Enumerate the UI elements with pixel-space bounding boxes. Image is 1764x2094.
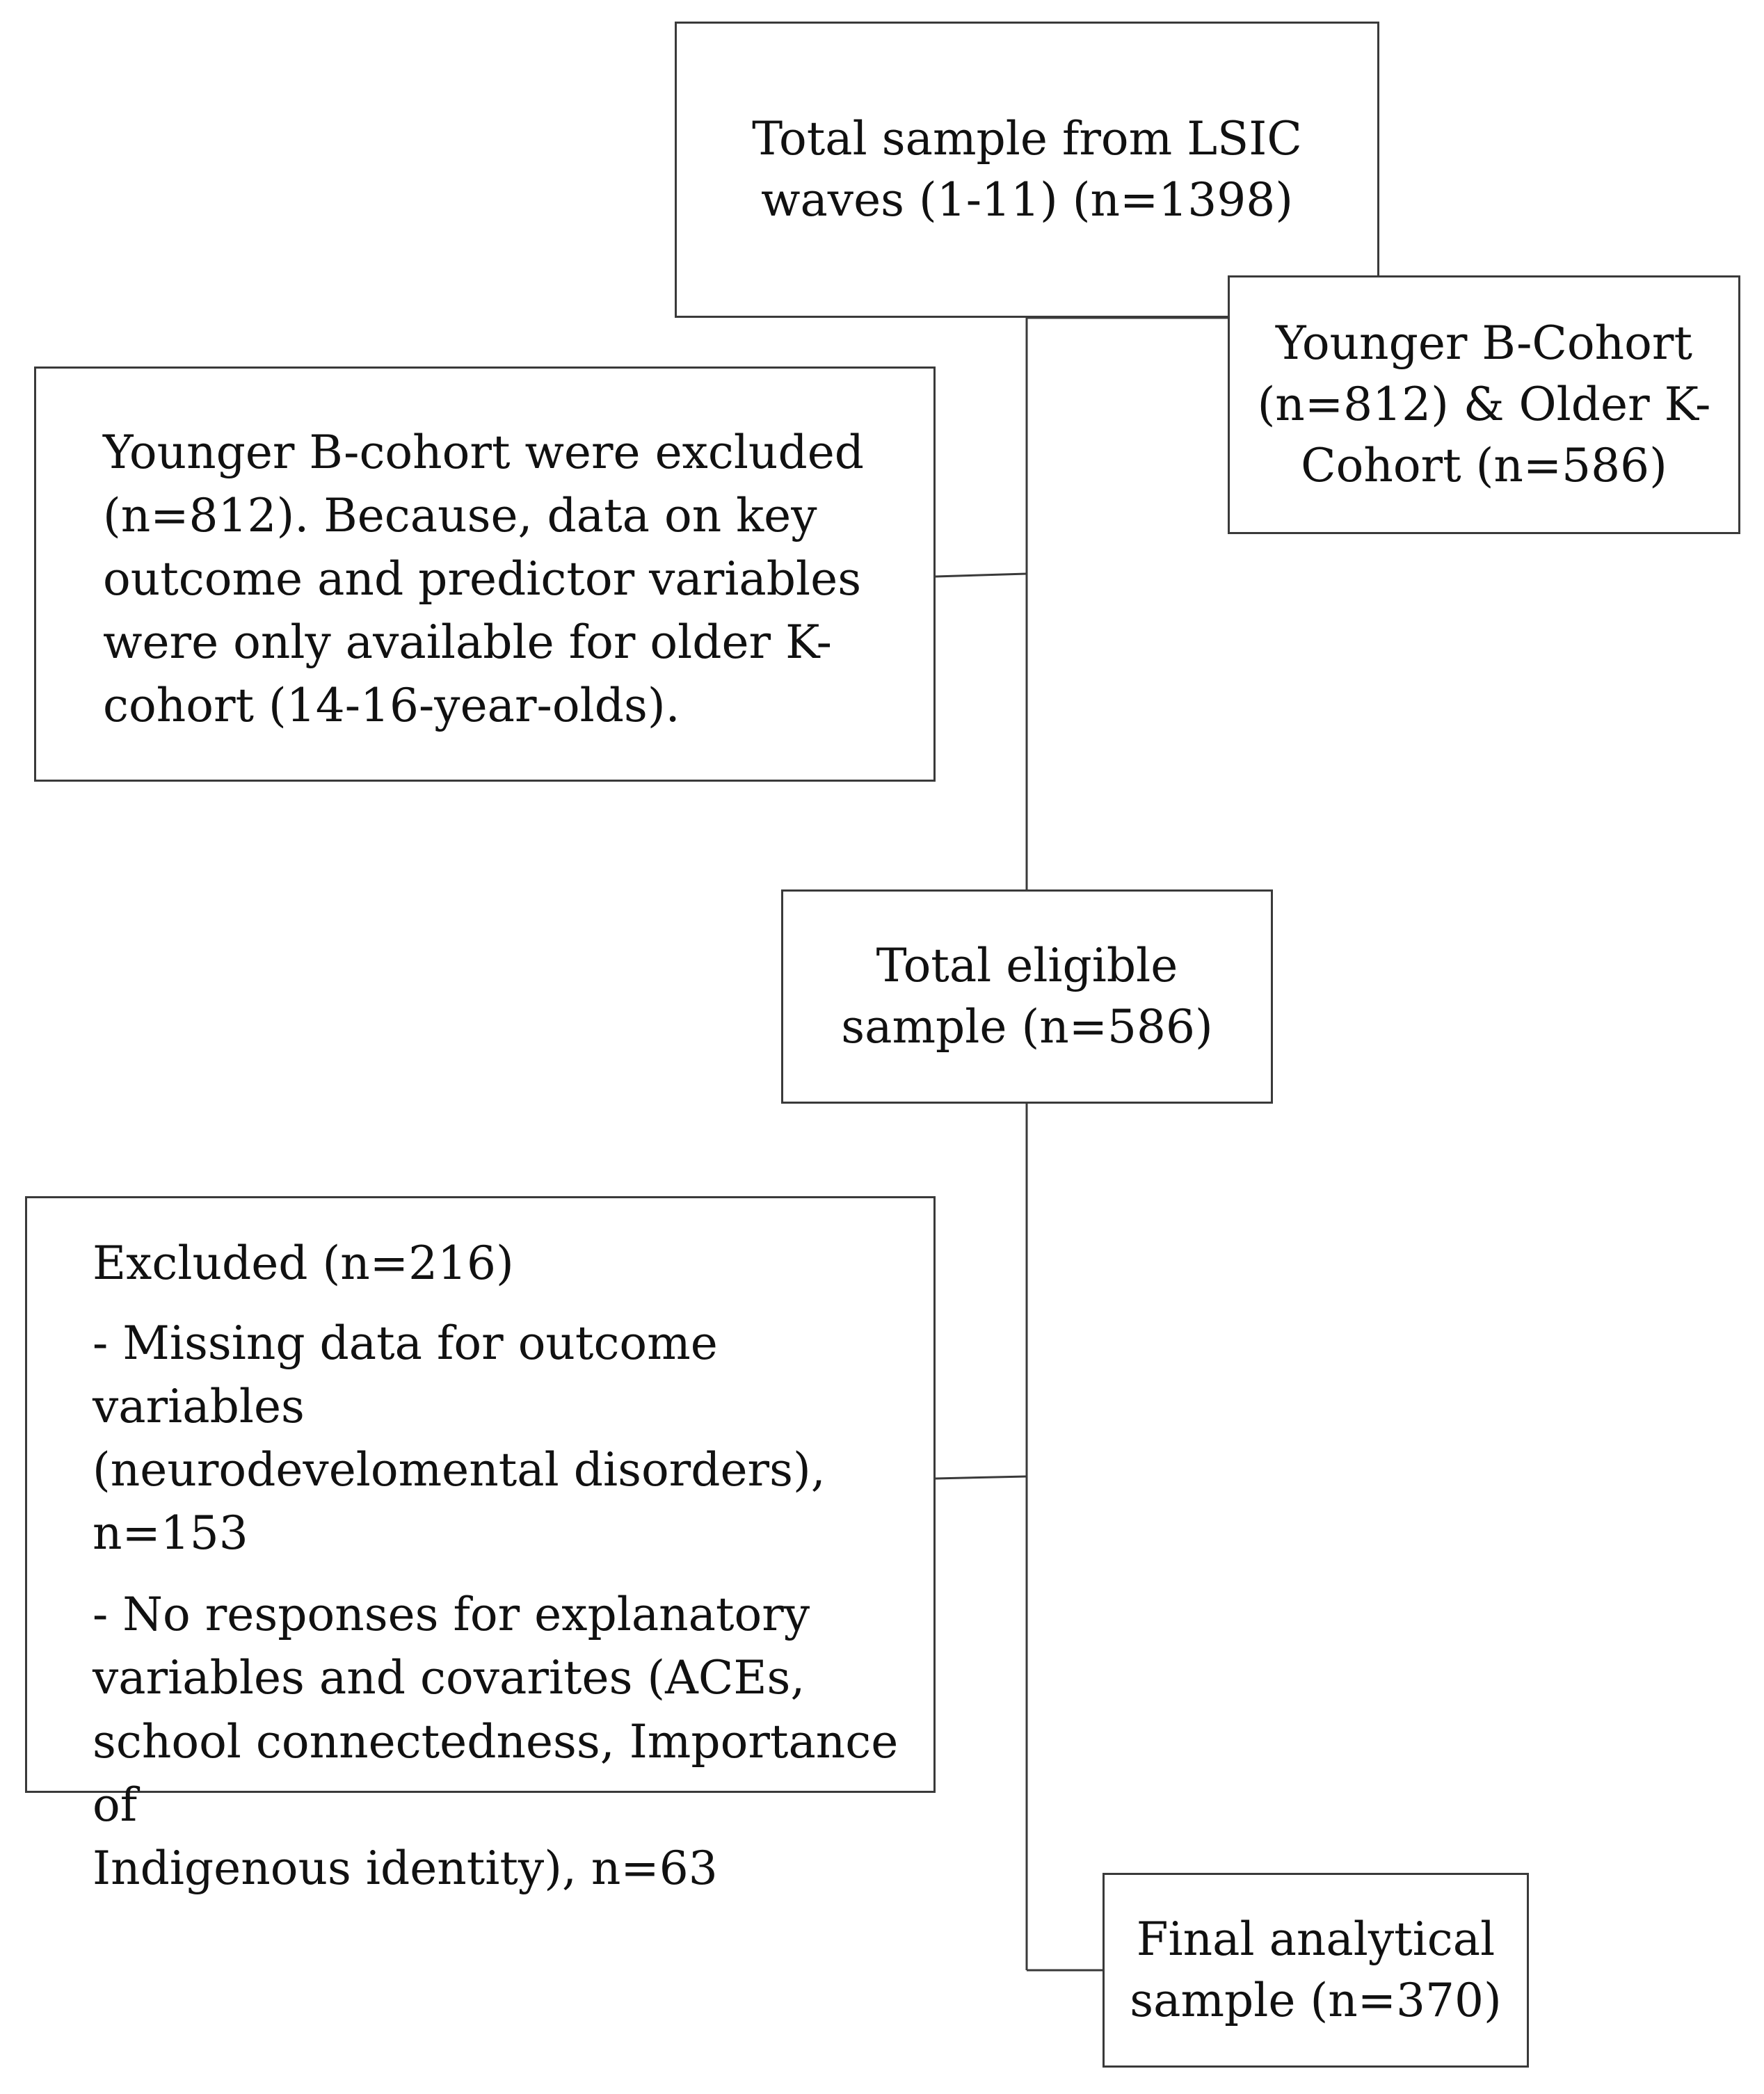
final-sample-text: Final analytical sample (n=370)	[1130, 1909, 1501, 2031]
excluded-missing-item-2-line-2: variables and covarites (ACEs,	[93, 1651, 805, 1705]
excluded-b-cohort-line-1: Younger B-cohort were excluded	[103, 426, 864, 479]
excluded-missing-item-outcome: - Missing data for outcome variables (ne…	[93, 1312, 920, 1565]
excluded-b-cohort-line-4: were only available for older K-	[103, 615, 832, 670]
excluded-missing-item-explanatory: - No responses for explanatory variables…	[93, 1583, 920, 1899]
eligible-sample-box: Total eligible sample (n=586)	[781, 889, 1273, 1104]
excluded-missing-item-2-line-3: school connectedness, Importance of	[93, 1714, 899, 1832]
eligible-sample-line-1: Total eligible	[876, 939, 1178, 993]
total-sample-box: Total sample from LSIC waves (1-11) (n=1…	[675, 22, 1379, 318]
excluded-missing-item-2-line-1: - No responses for explanatory	[93, 1588, 810, 1642]
excluded-b-cohort-box: Younger B-cohort were excluded (n=812). …	[34, 367, 936, 782]
branch-line-excluded-missing	[935, 1475, 1027, 1480]
total-sample-line-2: waves (1-11) (n=1398)	[760, 173, 1294, 227]
eligible-sample-line-2: sample (n=586)	[841, 1000, 1213, 1054]
excluded-b-cohort-line-2: (n=812). Because, data on key	[103, 489, 817, 543]
cohorts-text: Younger B-Cohort (n=812) & Older K- Coho…	[1258, 313, 1711, 496]
excluded-missing-item-2-line-4: Indigenous identity), n=63	[93, 1841, 718, 1895]
eligible-sample-text: Total eligible sample (n=586)	[841, 935, 1212, 1058]
excluded-b-cohort-line-3: outcome and predictor variables	[103, 552, 862, 606]
final-sample-line-2: sample (n=370)	[1130, 1974, 1502, 2027]
excluded-missing-item-1-line-3: n=153	[93, 1506, 248, 1561]
cohorts-line-1: Younger B-Cohort	[1275, 316, 1692, 371]
excluded-missing-item-1-line-2: (neurodevelomental disorders),	[93, 1443, 826, 1497]
cohorts-box: Younger B-Cohort (n=812) & Older K- Coho…	[1228, 275, 1740, 534]
cohorts-line-3: Cohort (n=586)	[1301, 438, 1667, 492]
excluded-b-cohort-line-5: cohort (14-16-year-olds).	[103, 679, 680, 733]
excluded-missing-item-1-line-1: - Missing data for outcome variables	[93, 1316, 718, 1434]
final-sample-line-1: Final analytical	[1136, 1912, 1496, 1967]
total-sample-line-1: Total sample from LSIC	[752, 112, 1302, 166]
final-sample-box: Final analytical sample (n=370)	[1102, 1873, 1529, 2068]
total-sample-text: Total sample from LSIC waves (1-11) (n=1…	[752, 108, 1302, 231]
excluded-missing-box: Excluded (n=216) - Missing data for outc…	[25, 1196, 936, 1895]
branch-line-excluded-cohort	[935, 572, 1027, 578]
cohorts-line-2: (n=812) & Older K-	[1257, 378, 1711, 432]
excluded-missing-heading: Excluded (n=216)	[93, 1237, 514, 1290]
